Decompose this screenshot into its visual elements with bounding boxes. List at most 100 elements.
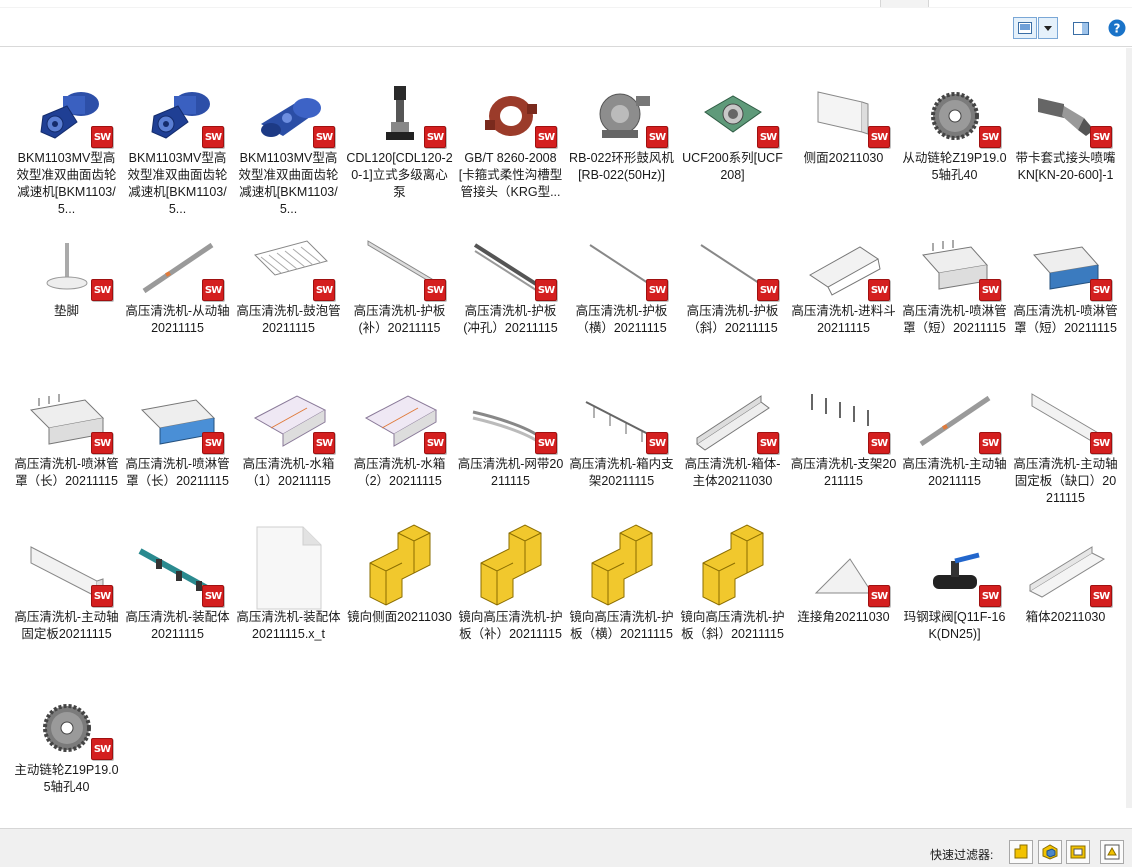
file-item[interactable]: 高压清洗机-装配体20211115.x_t <box>233 526 344 691</box>
sprocket-thumbnail-icon <box>25 694 109 760</box>
filter-assemblies-icon[interactable] <box>1038 840 1062 864</box>
file-name-label: UCF200系列[UCF208] <box>682 151 783 182</box>
file-name-label: 高压清洗机-主动轴固定板20211115 <box>14 610 119 641</box>
solidworks-badge-icon: SW <box>1090 126 1112 148</box>
solidworks-badge-icon: SW <box>757 279 779 301</box>
solidworks-badge-icon: SW <box>646 126 668 148</box>
file-item[interactable]: SW 侧面20211030 <box>788 82 899 232</box>
solidworks-badge-icon: SW <box>202 585 224 607</box>
filter-parts-icon[interactable] <box>1009 840 1033 864</box>
file-name-label: 侧面20211030 <box>803 151 884 165</box>
file-name-label: 高压清洗机-支架20211115 <box>790 457 897 488</box>
search-box[interactable] <box>928 0 1132 7</box>
help-icon[interactable]: ? <box>1106 17 1128 39</box>
ladder-thumbnail-icon <box>247 235 331 301</box>
vertical-scrollbar[interactable] <box>1126 48 1132 808</box>
file-item[interactable]: 镜向侧面20211030 <box>344 524 455 691</box>
solidworks-badge-icon: SW <box>424 126 446 148</box>
solidworks-badge-icon: SW <box>1090 432 1112 454</box>
filter-top-level-icon[interactable] <box>1100 840 1124 864</box>
solidworks-badge-icon: SW <box>868 432 890 454</box>
solidworks-badge-icon: SW <box>757 432 779 454</box>
file-name-label: 从动链轮Z19P19.05轴孔40 <box>902 151 1007 182</box>
file-item[interactable]: SW 从动链轮Z19P19.05轴孔40 <box>899 82 1010 232</box>
file-item[interactable]: SW BKM1103MV型高效型准双曲面齿轮减速机[BKM1103/5... <box>233 82 344 232</box>
file-name-label: 垫脚 <box>53 304 79 318</box>
file-name-label: 高压清洗机-主动轴20211115 <box>902 457 1007 488</box>
shaft-thumbnail-icon <box>136 235 220 301</box>
filter-drawings-icon[interactable] <box>1066 840 1090 864</box>
view-dropdown-button[interactable] <box>1038 17 1058 39</box>
part-thumbnail-icon <box>691 524 775 607</box>
file-item[interactable]: SW 高压清洗机-喷淋管罩（短）20211115 <box>899 235 1010 385</box>
file-name-label: 高压清洗机-装配体20211115.x_t <box>236 610 341 641</box>
solidworks-badge-icon: SW <box>646 432 668 454</box>
address-bar[interactable] <box>0 0 881 7</box>
file-item[interactable]: 镜向高压清洗机-护板（补）20211115 <box>455 524 566 691</box>
file-item[interactable]: 镜向高压清洗机-护板（横）20211115 <box>566 524 677 691</box>
file-name-label: BKM1103MV型高效型准双曲面齿轮减速机[BKM1103/5... <box>238 151 339 216</box>
file-name-label: BKM1103MV型高效型准双曲面齿轮减速机[BKM1103/5... <box>127 151 228 216</box>
solidworks-badge-icon: SW <box>202 279 224 301</box>
preview-pane-icon[interactable] <box>1070 17 1092 39</box>
sprocket-thumbnail-icon <box>913 82 997 148</box>
file-name-label: 高压清洗机-箱体-主体20211030 <box>684 457 781 488</box>
file-name-label: 高压清洗机-水箱（1）20211115 <box>242 457 335 488</box>
bearing-thumbnail-icon <box>691 82 775 148</box>
solidworks-badge-icon: SW <box>979 126 1001 148</box>
solidworks-badge-icon: SW <box>313 126 335 148</box>
file-item[interactable]: SW 高压清洗机-箱体-主体20211030 <box>677 388 788 538</box>
file-item[interactable]: SW 高压清洗机-主动轴固定板（缺口）20211115 <box>1010 388 1121 538</box>
toolbar: ? <box>0 8 1132 47</box>
thumbnail-view-icon[interactable] <box>1013 17 1037 39</box>
status-bar: 快速过滤器: <box>0 828 1132 867</box>
blower-thumbnail-icon <box>580 82 664 148</box>
file-item[interactable]: SW 高压清洗机-护板（斜）20211115 <box>677 235 788 385</box>
corner-thumbnail-icon <box>802 541 886 607</box>
file-item[interactable]: SW 高压清洗机-支架20211115 <box>788 388 899 538</box>
box-short-blue-thumbnail-icon <box>1024 235 1108 301</box>
file-name-label: 高压清洗机-喷淋管罩（短）20211115 <box>902 304 1007 335</box>
tank-thumbnail-icon <box>247 388 331 454</box>
solidworks-badge-icon: SW <box>868 279 890 301</box>
solidworks-badge-icon: SW <box>868 126 890 148</box>
solidworks-badge-icon: SW <box>979 279 1001 301</box>
file-name-label: BKM1103MV型高效型准双曲面齿轮减速机[BKM1103/5... <box>16 151 117 216</box>
file-name-label: 高压清洗机-喷淋管罩（长）20211115 <box>14 457 119 488</box>
file-item[interactable]: 镜向高压清洗机-护板（斜）20211115 <box>677 524 788 691</box>
solidworks-badge-icon: SW <box>1090 279 1112 301</box>
file-name-label: 高压清洗机-护板（斜）20211115 <box>686 304 779 335</box>
file-name-label: 高压清洗机-鼓泡管20211115 <box>236 304 341 335</box>
file-name-label: 高压清洗机-主动轴固定板（缺口）20211115 <box>1013 457 1118 505</box>
file-name-label: 高压清洗机-护板(补）20211115 <box>353 304 446 335</box>
valve-thumbnail-icon <box>913 541 997 607</box>
